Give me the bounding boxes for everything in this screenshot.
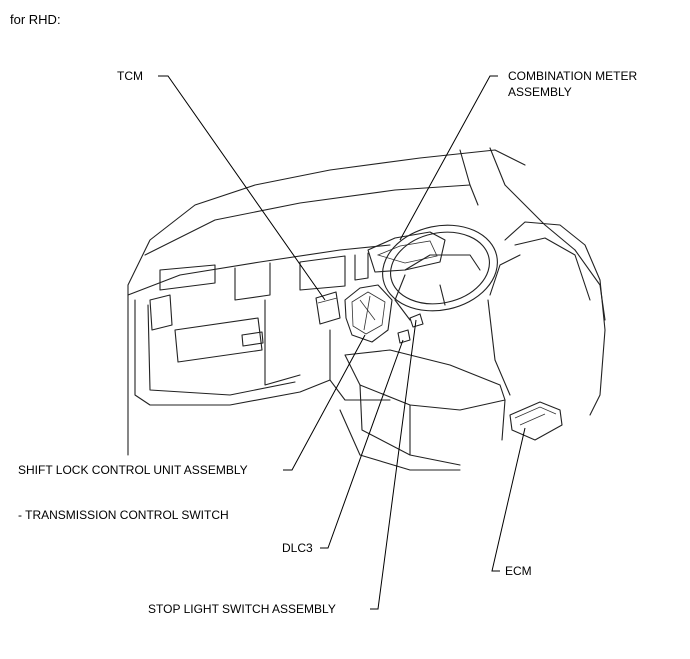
steering-wheel [382,224,498,321]
label-dlc3: DLC3 [282,541,313,555]
ecm-module [509,401,563,441]
leader-tcm [158,75,326,301]
leader-stop-light [370,319,417,610]
leader-lines [158,75,526,610]
label-tcm: TCM [117,69,143,83]
label-combination-meter-line2: ASSEMBLY [508,85,572,99]
combination-meter-assembly [367,231,446,273]
label-transmission-switch: - TRANSMISSION CONTROL SWITCH [18,508,229,522]
diagram-title: for RHD: [10,12,61,27]
cabin-frame [127,147,606,456]
label-shift-lock: SHIFT LOCK CONTROL UNIT ASSEMBLY [18,463,248,477]
dlc3-connector [397,329,411,344]
driver-seat [487,221,606,416]
leader-ecm [491,427,526,572]
stop-light-switch [409,313,424,328]
label-combination-meter-line1: COMBINATION METER [508,69,638,83]
tcm-module [315,291,341,325]
label-stop-light: STOP LIGHT SWITCH ASSEMBLY [148,602,336,616]
leader-combination-meter [399,75,498,241]
dashboard [127,244,391,406]
leader-shift-lock [283,334,366,471]
shift-lock-unit [344,284,393,343]
label-ecm: ECM [505,564,532,578]
leader-dlc3 [320,339,404,549]
center-console [339,349,506,471]
